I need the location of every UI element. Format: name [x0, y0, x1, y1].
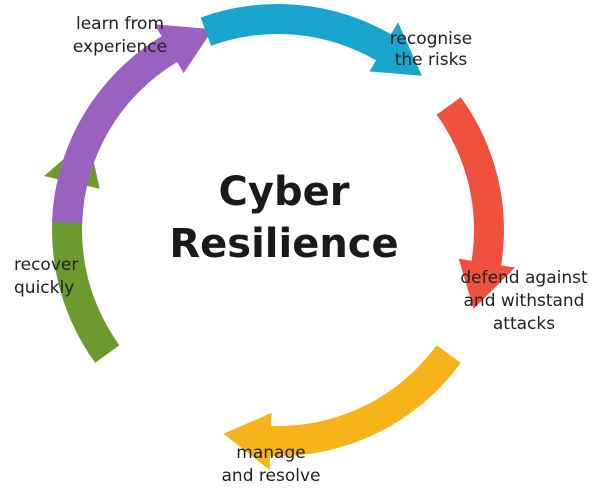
stage-label-recover: recover quickly: [14, 255, 78, 298]
stage-label-line: and withstand: [464, 291, 585, 311]
title-line-1: Cyber: [219, 169, 350, 215]
red-arrow-icon: [436, 97, 515, 309]
stage-label-recognise: recognise the risks: [390, 29, 472, 70]
purple-arrow-icon: [52, 24, 213, 224]
center-title: Cyber Resilience: [169, 169, 398, 267]
cycle-arrows: [44, 3, 515, 470]
title-line-2: Resilience: [169, 221, 398, 267]
stage-label-manage: manage and resolve: [222, 443, 321, 486]
stage-label-line: manage: [236, 443, 305, 463]
stage-label-line: learn from: [76, 14, 164, 34]
yellow-arrow-icon: [223, 345, 461, 470]
stage-label-line: and resolve: [222, 466, 321, 486]
stage-label-line: recover: [14, 255, 78, 275]
stage-label-line: defend against: [460, 268, 588, 288]
stage-label-line: recognise: [390, 29, 472, 49]
stage-label-defend: defend against and withstand attacks: [460, 268, 588, 334]
stage-label-line: quickly: [14, 278, 74, 298]
stage-label-learn: learn from experience: [73, 14, 167, 57]
stage-label-line: attacks: [493, 314, 555, 334]
stage-label-line: the risks: [395, 50, 468, 70]
stage-label-line: experience: [73, 37, 167, 57]
blue-arrow-icon: [200, 3, 422, 76]
